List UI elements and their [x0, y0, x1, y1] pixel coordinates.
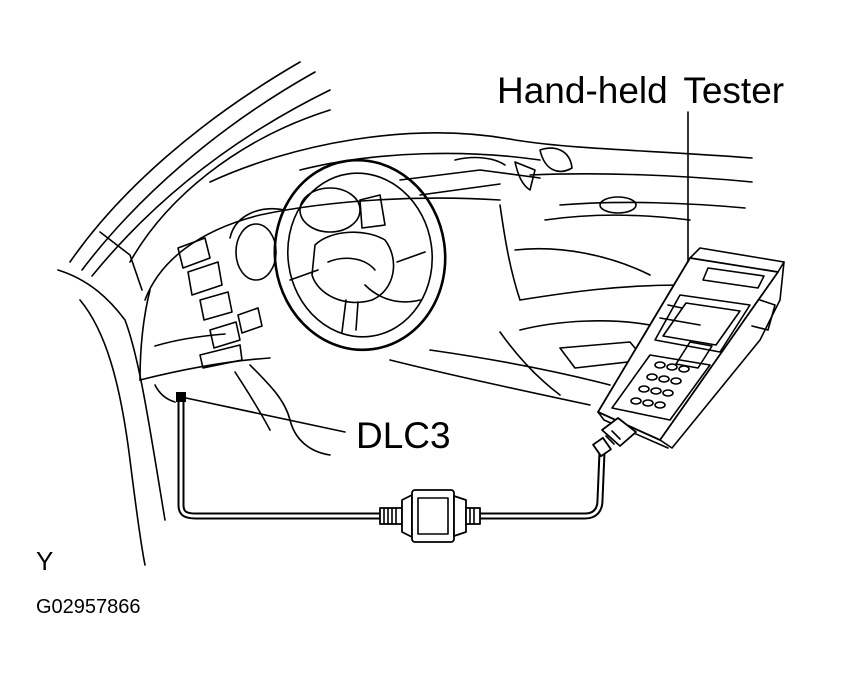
dashboard-switches — [154, 237, 263, 369]
hand-held-tester — [592, 247, 785, 458]
door-frame-lines — [57, 61, 331, 566]
tester-label: Hand-held Tester — [497, 70, 785, 111]
tester-cable — [177, 402, 606, 520]
steering-wheel — [273, 158, 447, 352]
cable-adapter — [379, 489, 481, 543]
figure-code: G02957866 — [36, 596, 141, 618]
corner-letter: Y — [36, 546, 54, 576]
dlc3-label: DLC3 — [356, 415, 451, 456]
tester-keypad — [630, 341, 713, 409]
dashboard-outline — [139, 132, 753, 406]
dlc3-connector — [176, 392, 346, 433]
